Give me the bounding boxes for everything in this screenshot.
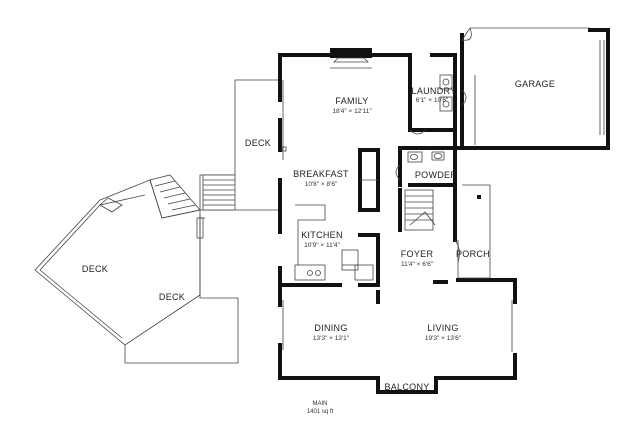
walls	[278, 48, 517, 394]
dims-dining: 13'3" × 13'1"	[313, 335, 350, 342]
room-labels: FAMILY 18'4" × 12'11" LAUNDRY 6'1" × 10'…	[82, 79, 555, 392]
floor-area: 1401 sq ft	[307, 409, 334, 415]
floor-name: MAIN	[313, 401, 328, 407]
floor-caption: MAIN 1401 sq ft	[307, 401, 334, 415]
label-dining: DINING	[314, 323, 347, 333]
dims-foyer: 11'4" × 6'6"	[401, 261, 434, 268]
fixtures	[281, 74, 481, 284]
dims-living: 19'3" × 13'6"	[425, 335, 462, 342]
dims-family: 18'4" × 12'11"	[332, 108, 372, 115]
label-family: FAMILY	[335, 96, 368, 106]
label-deck-upper: DECK	[245, 138, 271, 148]
label-laundry: LAUNDRY	[412, 86, 457, 96]
label-garage: GARAGE	[515, 79, 555, 89]
label-deck-left: DECK	[82, 264, 108, 274]
garage	[460, 27, 610, 150]
label-living: LIVING	[427, 323, 458, 333]
dims-laundry: 6'1" × 10'6"	[416, 97, 449, 104]
deck-outlines	[34, 79, 280, 364]
dims-kitchen: 10'9" × 11'4"	[304, 242, 340, 249]
label-kitchen: KITCHEN	[301, 230, 343, 240]
label-balcony: BALCONY	[384, 382, 429, 392]
label-breakfast: BREAKFAST	[293, 169, 349, 179]
dims-breakfast: 10'8" × 8'6"	[305, 181, 338, 188]
label-powder: POWDER	[415, 170, 458, 180]
label-porch: PORCH	[456, 249, 490, 259]
label-foyer: FOYER	[401, 249, 434, 259]
label-deck-lower: DECK	[159, 292, 185, 302]
